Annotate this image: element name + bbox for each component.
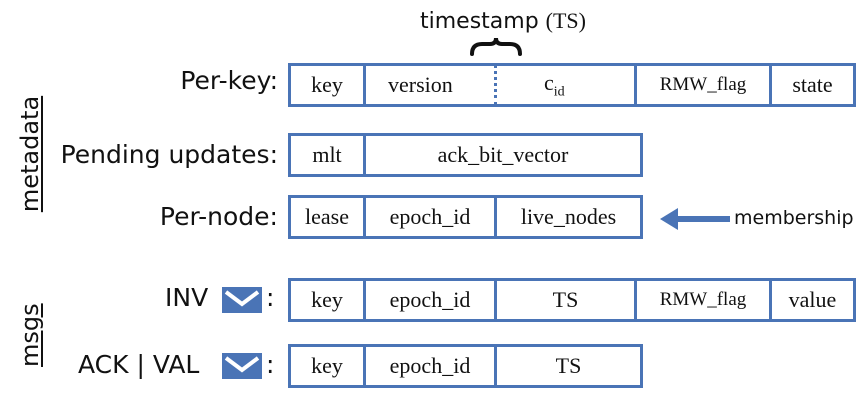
per-key-label: Per-key: xyxy=(180,66,278,95)
metadata-group-label: metadata xyxy=(16,95,44,213)
inv-cell-rmw-flag: RMW_flag xyxy=(637,281,769,319)
per-node-row: lease epoch_id live_nodes xyxy=(288,195,643,239)
inv-label: INV xyxy=(165,283,209,312)
per-node-cell-live-nodes: live_nodes xyxy=(497,198,640,236)
per-key-cell-version-cid: version cid xyxy=(366,66,634,104)
pending-cell-ack-bit-vector: ack_bit_vector xyxy=(366,136,640,174)
per-node-cell-lease: lease xyxy=(291,198,363,236)
timestamp-annotation: timestamp (TS) xyxy=(420,8,586,34)
inv-row: key epoch_id TS RMW_flag value xyxy=(288,278,856,322)
arrow-left-icon xyxy=(660,208,730,230)
per-key-cell-state: state xyxy=(772,66,853,104)
curly-brace-icon xyxy=(470,37,522,56)
inv-cell-key: key xyxy=(291,281,363,319)
ack-val-colon: : xyxy=(266,350,275,379)
pending-updates-row: mlt ack_bit_vector xyxy=(288,133,643,177)
pending-updates-label: Pending updates: xyxy=(60,140,278,169)
ack-cell-ts: TS xyxy=(497,347,640,385)
ts-abbrev-label: (TS) xyxy=(545,8,586,33)
ack-val-row: key epoch_id TS xyxy=(288,344,643,388)
pending-cell-mlt: mlt xyxy=(291,136,363,174)
msgs-group-label: msgs xyxy=(16,303,44,367)
per-node-cell-epoch-id: epoch_id xyxy=(366,198,494,236)
inv-cell-epoch-id: epoch_id xyxy=(366,281,494,319)
ack-cell-key: key xyxy=(291,347,363,385)
timestamp-label: timestamp xyxy=(420,9,539,34)
membership-label: membership xyxy=(734,207,854,229)
ack-cell-epoch-id: epoch_id xyxy=(366,347,494,385)
per-key-cell-cid: cid xyxy=(544,69,565,100)
per-key-cell-version: version xyxy=(388,72,453,97)
inv-cell-ts: TS xyxy=(497,281,634,319)
per-key-row: key version cid RMW_flag state xyxy=(288,63,856,107)
per-key-cell-key: key xyxy=(291,66,363,104)
envelope-icon xyxy=(222,353,262,379)
envelope-icon xyxy=(222,287,262,313)
version-cid-divider xyxy=(494,64,497,106)
per-node-label: Per-node: xyxy=(159,202,278,231)
per-key-cell-rmw-flag: RMW_flag xyxy=(637,66,769,104)
inv-cell-value: value xyxy=(772,281,853,319)
inv-colon: : xyxy=(266,283,275,312)
ack-val-label: ACK | VAL xyxy=(78,350,200,379)
